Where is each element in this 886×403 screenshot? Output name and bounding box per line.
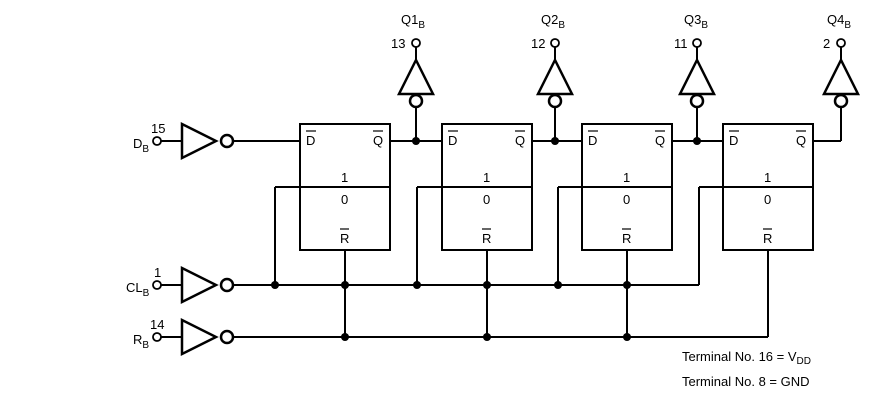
junction-dot [623, 281, 631, 289]
junction-dot [623, 333, 631, 341]
inverter-bubble [219, 329, 235, 345]
junction-dot [413, 281, 421, 289]
clock-label: 0 [483, 192, 490, 207]
output-q1-label: Q1B [401, 12, 425, 31]
flip-flop-4: D Q 1 0 R [722, 123, 814, 251]
flip-flop-3: D Q 1 0 R [581, 123, 673, 251]
r-label: R [340, 231, 349, 246]
output-pin-circle [411, 38, 421, 48]
output-q2: 12 Q2B [531, 12, 575, 141]
terminal-note-gnd: Terminal No. 8 = GND [682, 374, 810, 389]
junction-dot [341, 281, 349, 289]
inverter-gate [535, 57, 575, 96]
pin-number: 15 [151, 121, 165, 136]
output-q3-label: Q3B [684, 12, 708, 31]
inverter-gate [180, 265, 219, 305]
input-d: 15 DB [133, 121, 300, 161]
input-reset: 14 RB [133, 317, 768, 357]
d-label: D [588, 133, 597, 148]
q-label: Q [796, 133, 806, 148]
output-pin-circle [836, 38, 846, 48]
pin-number: 12 [531, 36, 545, 51]
inverter-bubble [219, 133, 235, 149]
d-label: D [729, 133, 738, 148]
input-pin-circle [152, 332, 162, 342]
input-clock-label: CLB [126, 280, 150, 299]
set-label: 1 [341, 170, 348, 185]
input-pin-circle [152, 136, 162, 146]
q-label: Q [373, 133, 383, 148]
clock-label: 0 [623, 192, 630, 207]
clock-label: 0 [341, 192, 348, 207]
r-label: R [622, 231, 631, 246]
flip-flop-1: D Q 1 0 R [299, 123, 391, 251]
output-q1: 13 Q1B [391, 12, 436, 141]
junction-dot [271, 281, 279, 289]
junction-dot [483, 333, 491, 341]
input-reset-label: RB [133, 332, 149, 351]
inverter-bubble [833, 93, 849, 109]
pin-number: 1 [154, 265, 161, 280]
inverter-gate [180, 121, 219, 161]
d-label: D [448, 133, 457, 148]
inverter-bubble [408, 93, 424, 109]
inverter-gate [180, 317, 219, 357]
inverter-bubble [219, 277, 235, 293]
flip-flop-2: D Q 1 0 R [441, 123, 533, 251]
clock-label: 0 [764, 192, 771, 207]
output-q3: 11 Q3B [674, 12, 717, 141]
junction-dot [554, 281, 562, 289]
set-label: 1 [764, 170, 771, 185]
pin-number: 2 [823, 36, 830, 51]
pin-number: 11 [674, 36, 688, 51]
set-label: 1 [483, 170, 490, 185]
r-label: R [763, 231, 772, 246]
junction-dot [483, 281, 491, 289]
output-q4-label: Q4B [827, 12, 851, 31]
output-q2-label: Q2B [541, 12, 565, 31]
set-label: 1 [623, 170, 630, 185]
inverter-gate [821, 57, 861, 96]
pin-number: 13 [391, 36, 405, 51]
input-clock: 1 CLB [126, 265, 558, 305]
pin-number: 14 [150, 317, 164, 332]
output-pin-circle [550, 38, 560, 48]
inverter-bubble [689, 93, 705, 109]
q-label: Q [515, 133, 525, 148]
output-pin-circle [692, 38, 702, 48]
q-label: Q [655, 133, 665, 148]
inverter-bubble [547, 93, 563, 109]
d-label: D [306, 133, 315, 148]
input-d-label: DB [133, 136, 149, 155]
terminal-note-vdd: Terminal No. 16 = VDD [682, 349, 811, 367]
inverter-gate [677, 57, 717, 96]
inverter-gate [396, 57, 436, 96]
input-pin-circle [152, 280, 162, 290]
output-q4: 2 Q4B [821, 12, 861, 141]
r-label: R [482, 231, 491, 246]
junction-dot [341, 333, 349, 341]
